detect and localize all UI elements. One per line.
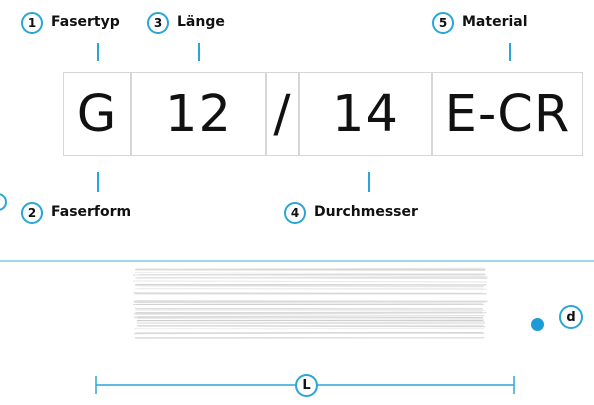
fiber-strand	[135, 273, 485, 274]
fiber-strand	[134, 316, 486, 317]
label-material: Material	[462, 13, 528, 31]
length-badge: L	[295, 374, 318, 397]
fiber-strand	[135, 308, 483, 309]
label-faserform: Faserform	[51, 203, 131, 221]
fiber-strand	[135, 278, 487, 279]
section-divider	[0, 260, 594, 262]
fiber-strand	[135, 314, 484, 315]
connector-laenge	[198, 43, 200, 61]
code-cell-separator: /	[266, 72, 299, 156]
fiber-bundle-svg	[133, 267, 488, 343]
badge-faserform: 2	[21, 202, 43, 224]
diameter-badge: d	[559, 305, 583, 329]
fiber-strand	[133, 293, 482, 294]
fiber-strand	[135, 312, 482, 313]
code-cell-length: 12	[131, 72, 266, 156]
diameter-dot	[531, 318, 544, 331]
connector-fasertyp	[97, 43, 99, 61]
connector-faserform	[97, 172, 99, 192]
label-laenge: Länge	[177, 13, 225, 31]
connector-durchmesser	[368, 172, 370, 192]
fiber-strand	[137, 318, 482, 319]
code-cell-fiber-type: G	[63, 72, 131, 156]
connector-material	[509, 43, 511, 61]
badge-fasertyp: 1	[21, 12, 43, 34]
label-fasertyp: Fasertyp	[51, 13, 120, 31]
fiber-strand	[137, 286, 483, 287]
code-cell-diameter: 14	[299, 72, 432, 156]
badge-durchmesser: 4	[284, 202, 306, 224]
badge-material: 5	[432, 12, 454, 34]
fiber-strand	[138, 317, 483, 318]
partial-badge-icon	[0, 193, 7, 211]
fiber-strand	[133, 281, 487, 282]
fiber-strand	[138, 270, 485, 271]
code-cell-material: E-CR	[432, 72, 583, 156]
label-durchmesser: Durchmesser	[314, 203, 418, 221]
fiber-strand	[135, 288, 484, 289]
fiber-bundle-image	[133, 267, 488, 343]
badge-laenge: 3	[147, 12, 169, 34]
